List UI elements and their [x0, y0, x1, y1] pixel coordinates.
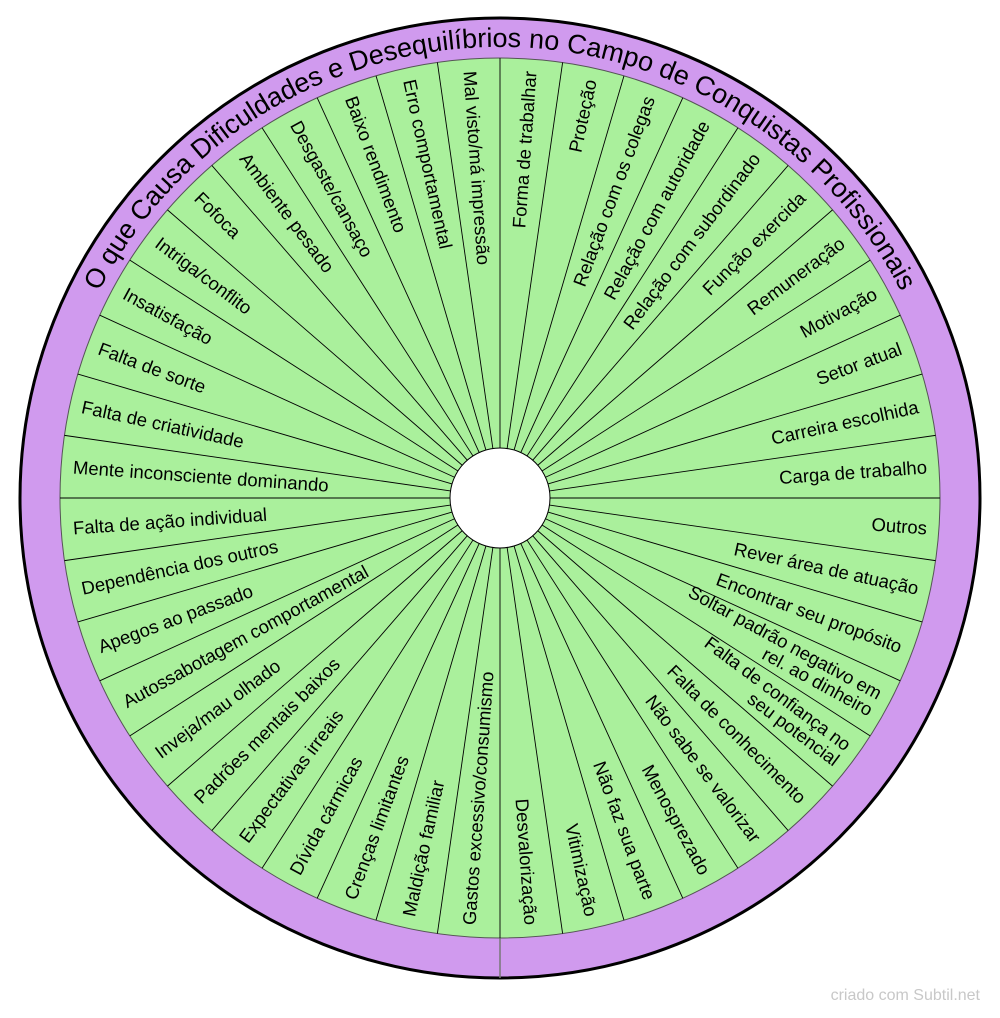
segment-divider — [532, 535, 789, 831]
segment-divider — [545, 314, 901, 478]
segment-divider — [77, 373, 453, 485]
segment-divider — [77, 511, 453, 623]
segment-divider — [513, 545, 625, 921]
segment-divider — [129, 524, 459, 737]
segment-divider — [545, 518, 901, 682]
segment-divider — [547, 511, 923, 623]
segment-divider — [436, 547, 494, 934]
segment-divider — [375, 545, 487, 921]
segment-divider — [537, 530, 833, 787]
segment-divider — [261, 539, 474, 869]
segment-divider — [211, 165, 468, 461]
center-hole — [449, 447, 551, 549]
segment-divider — [541, 524, 871, 737]
segment-divider — [506, 62, 564, 449]
segment-divider — [520, 543, 684, 899]
segment-divider — [99, 314, 455, 478]
segment-divider — [549, 434, 936, 492]
segment-divider — [211, 535, 468, 831]
segment-divider — [532, 165, 789, 461]
segment-divider — [436, 62, 494, 449]
segment-divider — [64, 504, 451, 562]
segment-divider — [513, 75, 625, 451]
segment-divider — [261, 127, 474, 457]
segment-divider — [316, 543, 480, 899]
segment-divider — [167, 530, 463, 787]
segment-divider — [316, 97, 480, 453]
segment-divider — [537, 209, 833, 466]
segment-divider — [129, 259, 459, 472]
segment-divider — [547, 373, 923, 485]
segment-divider — [506, 547, 564, 934]
segment-divider — [526, 539, 739, 869]
segment-divider — [549, 504, 936, 562]
segment-label: Outros — [871, 514, 928, 539]
segment-divider — [541, 259, 871, 472]
segment-divider — [167, 209, 463, 466]
segment-divider — [64, 434, 451, 492]
segment-divider — [375, 75, 487, 451]
segment-divider — [526, 127, 739, 457]
segment-divider — [520, 97, 684, 453]
footer-credit[interactable]: criado com Subtil.net — [830, 987, 980, 1004]
segment-divider — [99, 518, 455, 682]
